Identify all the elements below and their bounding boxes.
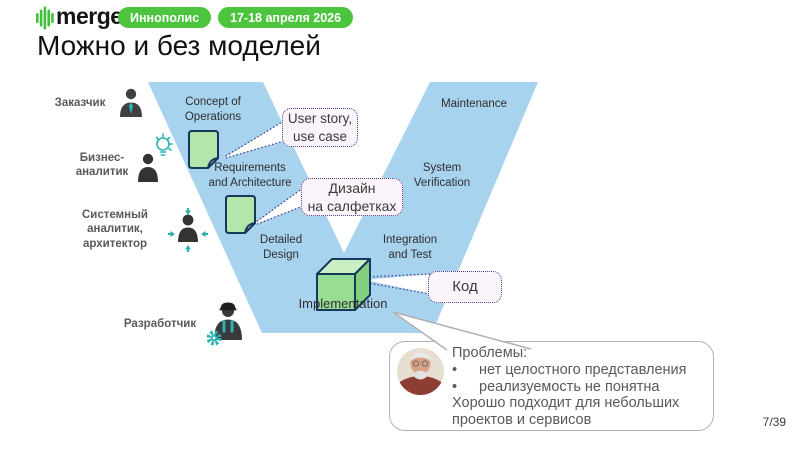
callout-code: Код	[428, 271, 502, 303]
stage-concept-of-operations: Concept of Operations	[184, 96, 242, 123]
bubble-bullet-2: • реализуемость не понятна	[452, 378, 660, 395]
bubble-text: Проблемы: • нет целостного представления…	[452, 345, 710, 429]
gear-icon	[206, 330, 222, 346]
page-number: 7/39	[762, 415, 786, 429]
person-arrows-icon	[168, 208, 208, 252]
document-icon-2	[225, 195, 256, 234]
merge-logo-icon	[36, 6, 54, 30]
page-title: Можно и без моделей	[37, 30, 321, 61]
worker-gear-icon	[206, 302, 242, 346]
person-tie-icon	[120, 88, 142, 117]
stage-integration-test: Integration and Test	[382, 234, 438, 261]
bullet-icon: •	[452, 378, 458, 395]
role-label-business-analyst: Бизнес- аналитик	[75, 152, 129, 179]
badge-date: 17-18 апреля 2026	[218, 7, 354, 28]
callout-tail-design	[252, 187, 304, 226]
bubble-bullet-1: • нет целостного представления	[452, 361, 687, 378]
bullet-icon: •	[452, 361, 458, 378]
document-icon-1	[188, 130, 219, 169]
stage-implementation: Implementation	[298, 296, 388, 311]
speaker-avatar	[397, 348, 444, 395]
stage-system-verification: System Verification	[413, 162, 471, 189]
callout-tail-code	[365, 273, 431, 295]
stage-detailed-design: Detailed Design	[259, 234, 303, 261]
logo-text: merge	[56, 3, 123, 29]
role-label-system-analyst: Системный аналитик, архитектор	[82, 209, 148, 250]
role-label-customer: Заказчик	[54, 97, 106, 109]
badge-location: Иннополис	[118, 7, 212, 28]
cube-icon	[316, 258, 371, 311]
callout-design-napkins: Дизайн на салфетках	[301, 178, 403, 216]
stage-requirements-architecture: Requirements and Architecture	[208, 162, 292, 189]
callout-tail-user-story	[223, 120, 285, 159]
callout-user-story: User story, use case	[282, 108, 358, 147]
bubble-footer: Хорошо подходит для небольших проектов и…	[452, 395, 680, 429]
bubble-title: Проблемы:	[452, 345, 528, 361]
role-label-developer: Разработчик	[123, 318, 197, 330]
person-idea-icon	[138, 133, 173, 182]
speech-bubble	[389, 341, 714, 431]
stage-maintenance: Maintenance	[441, 98, 507, 110]
